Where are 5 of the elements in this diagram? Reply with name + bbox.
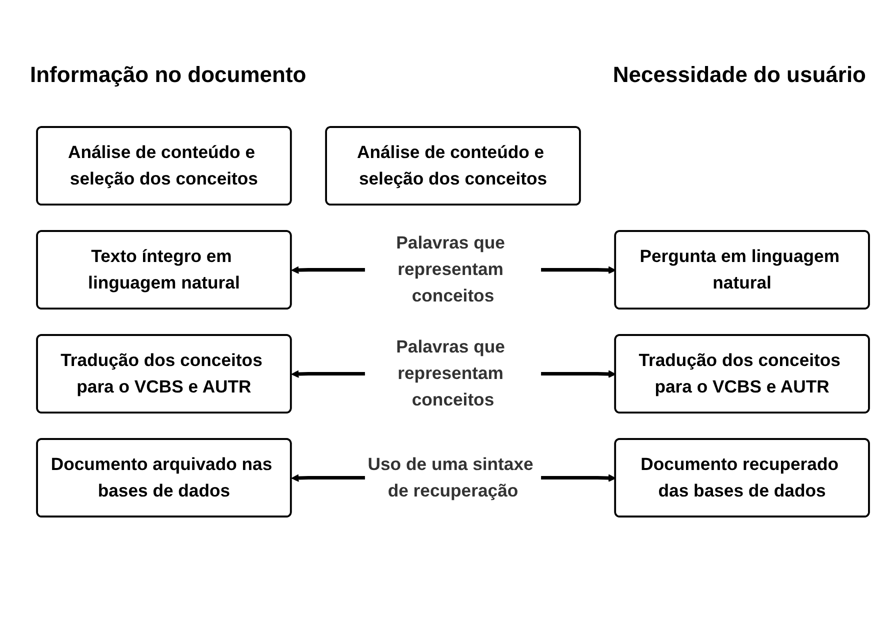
edge-label: Palavras que representam conceitos <box>396 234 505 306</box>
edge-label: Uso de uma sintaxe de recuperação <box>368 454 534 501</box>
column-heading: Informação no documento <box>30 62 306 88</box>
column-heading: Necessidade do usuário <box>612 62 866 88</box>
edge-label: Palavras que representam conceitos <box>396 338 505 410</box>
